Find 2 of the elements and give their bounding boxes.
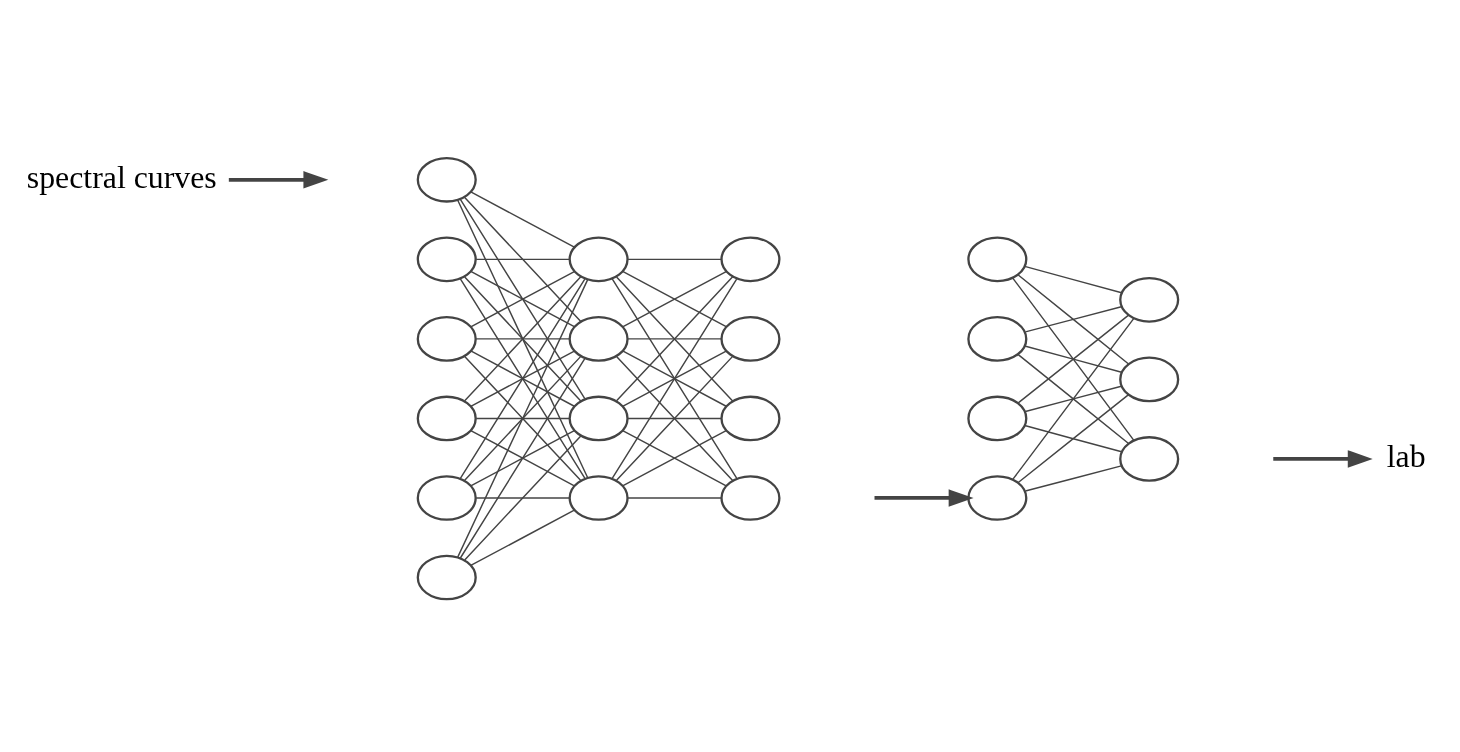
node-text: lab: [1386, 438, 1426, 474]
node-text: spectral curves: [26, 159, 217, 195]
